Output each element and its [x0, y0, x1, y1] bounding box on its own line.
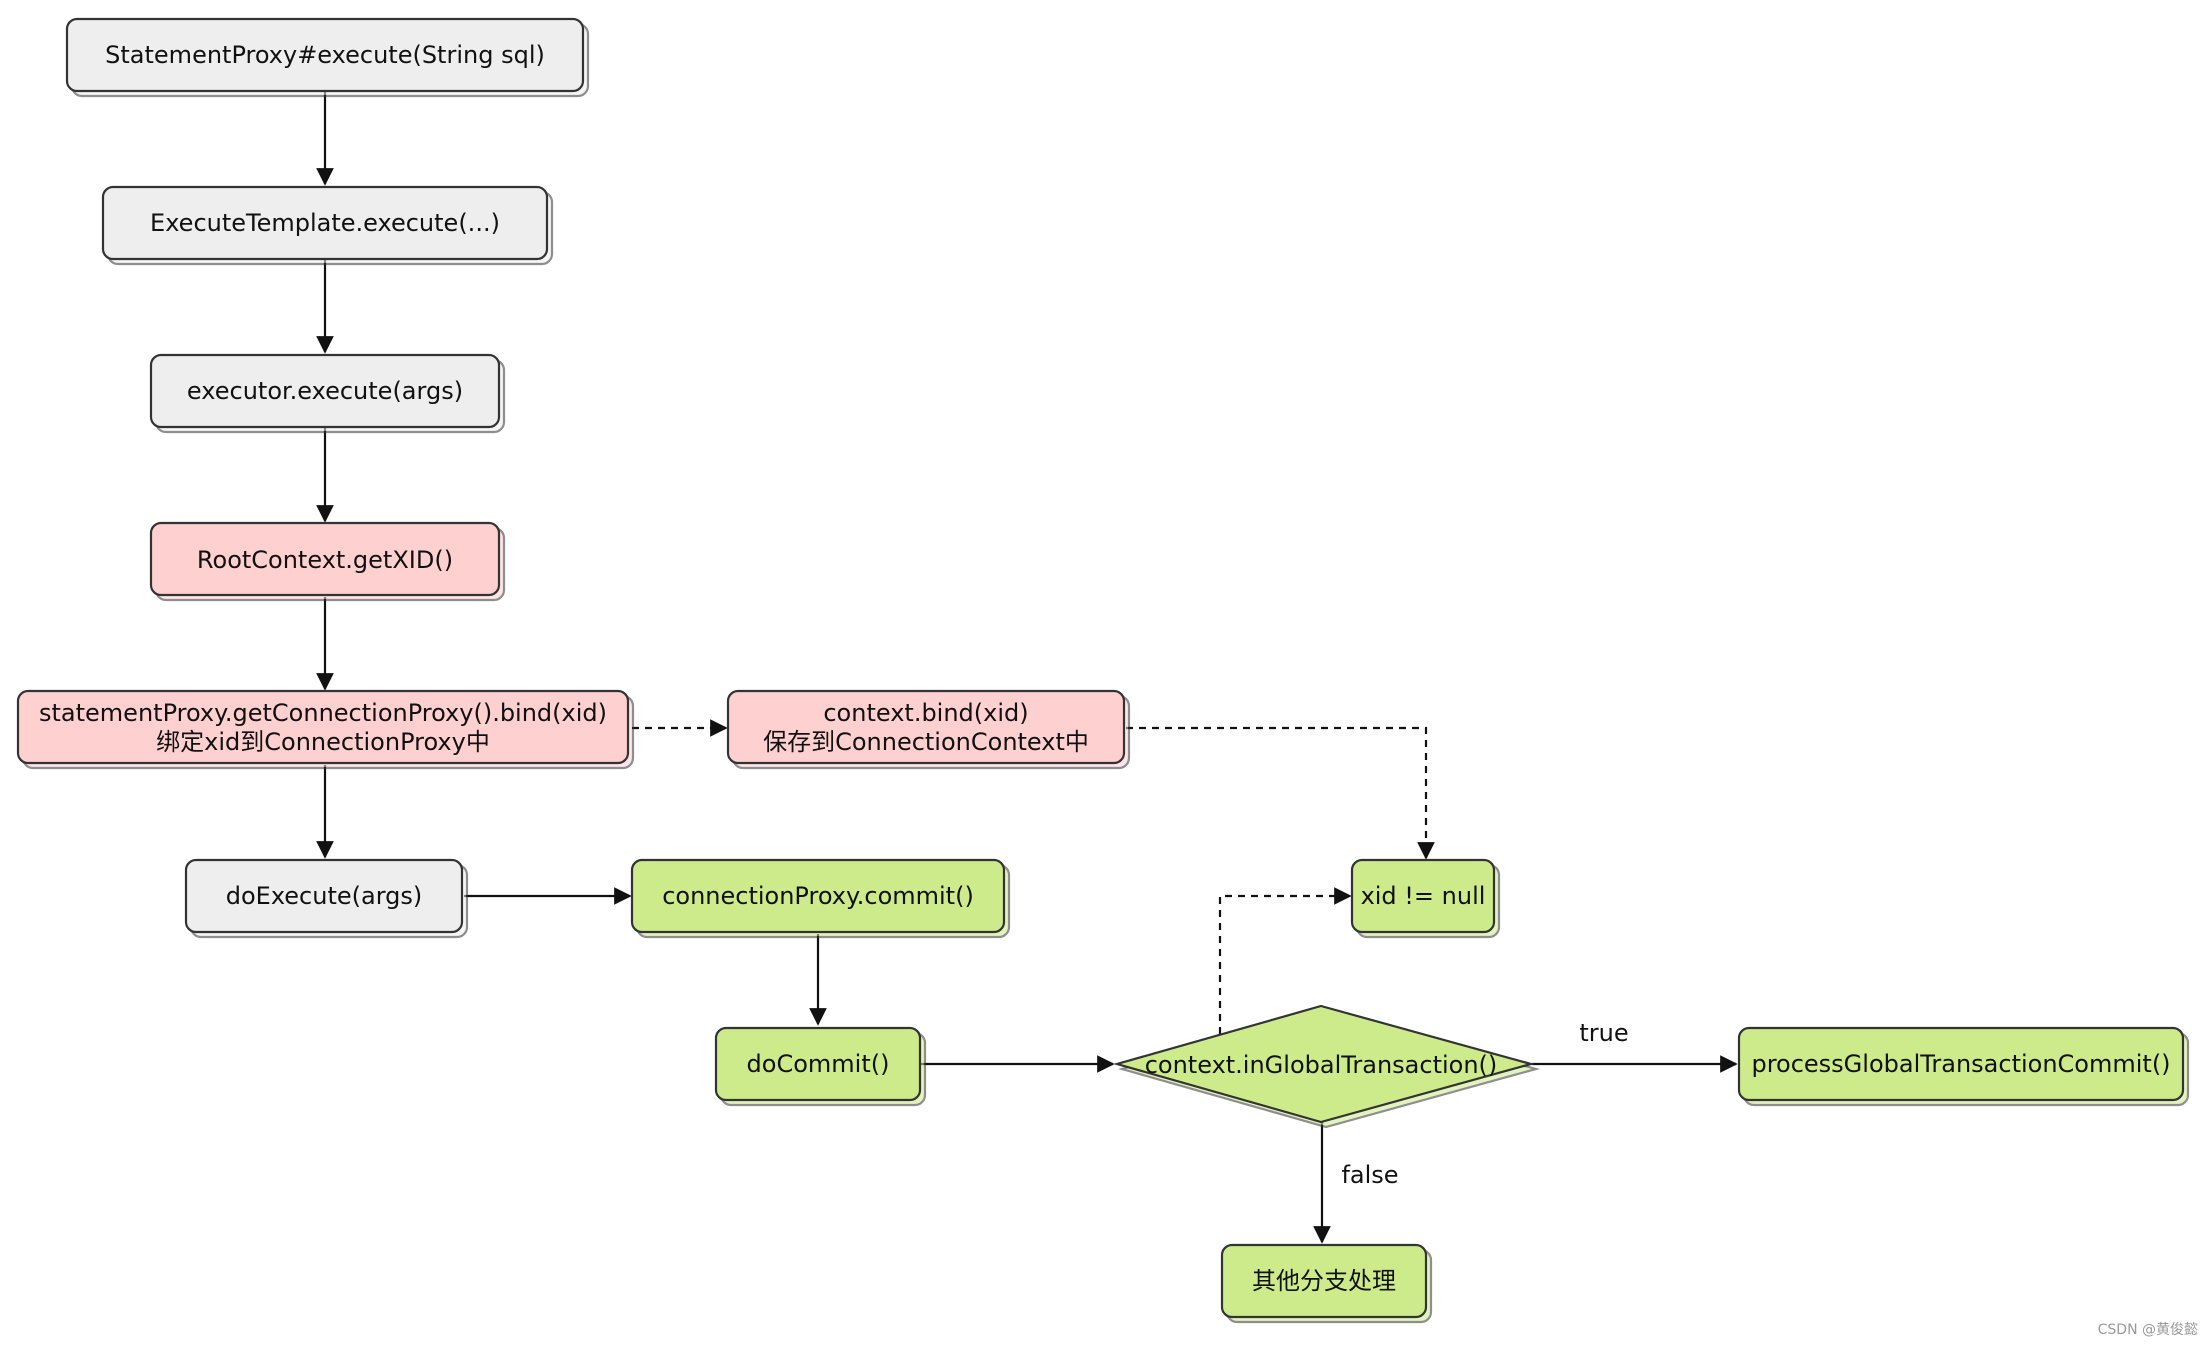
- node-label: executor.execute(args): [187, 377, 463, 405]
- node-label: RootContext.getXID(): [197, 546, 453, 574]
- node-label-line2: 绑定xid到ConnectionProxy中: [156, 728, 490, 756]
- node-label-line2: 保存到ConnectionContext中: [763, 728, 1089, 756]
- node-label-line1: statementProxy.getConnectionProxy().bind…: [39, 699, 607, 727]
- edges: [316, 92, 1738, 1244]
- node-other-branch: 其他分支处理: [1220, 1243, 1433, 1324]
- node-connection-proxy-commit: connectionProxy.commit(): [630, 858, 1011, 939]
- node-label: ExecuteTemplate.execute(...): [150, 209, 500, 237]
- node-process-global-transaction-commit: processGlobalTransactionCommit(): [1737, 1026, 2190, 1107]
- node-execute-template: ExecuteTemplate.execute(...): [101, 185, 554, 266]
- node-executor-execute: executor.execute(args): [149, 353, 506, 434]
- node-decision-in-global-transaction: context.inGlobalTransaction(): [1112, 1004, 1541, 1129]
- node-do-commit: doCommit(): [714, 1026, 927, 1107]
- edge-decision-to-xid: [1218, 887, 1352, 1034]
- node-root-context-getxid: RootContext.getXID(): [149, 521, 506, 602]
- node-label: context.inGlobalTransaction(): [1145, 1051, 1498, 1079]
- node-label-line1: context.bind(xid): [823, 699, 1028, 727]
- node-label: processGlobalTransactionCommit(): [1751, 1050, 2170, 1078]
- node-xid-not-null: xid != null: [1350, 858, 1501, 939]
- node-label: StatementProxy#execute(String sql): [105, 41, 545, 69]
- node-label: 其他分支处理: [1252, 1267, 1396, 1295]
- node-label: xid != null: [1361, 882, 1486, 910]
- false-label: false: [1341, 1161, 1398, 1189]
- node-label: doExecute(args): [226, 882, 423, 910]
- watermark: CSDN @黄俊懿: [2098, 1321, 2198, 1338]
- edge-context-bind-to-xid: [1126, 726, 1435, 860]
- node-context-bind: context.bind(xid) 保存到ConnectionContext中: [726, 689, 1131, 770]
- node-label: connectionProxy.commit(): [662, 882, 974, 910]
- node-bind-xid: statementProxy.getConnectionProxy().bind…: [16, 689, 635, 770]
- node-label: doCommit(): [747, 1050, 890, 1078]
- node-do-execute: doExecute(args): [184, 858, 469, 939]
- true-label: true: [1579, 1019, 1628, 1047]
- node-statement-proxy-execute: StatementProxy#execute(String sql): [65, 17, 590, 98]
